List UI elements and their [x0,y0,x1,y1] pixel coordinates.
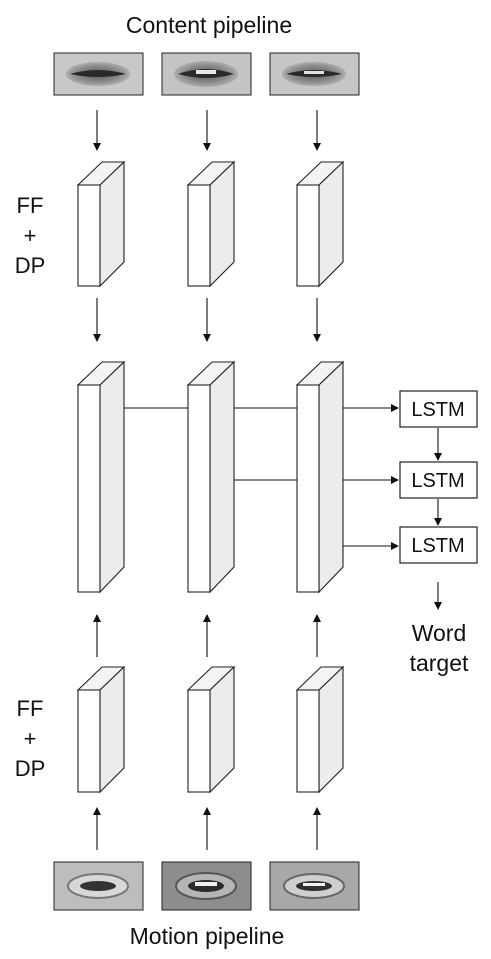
lstm-cell: LSTM [399,390,478,428]
fusion-block [186,360,236,594]
ff-label: FF [17,193,44,218]
bottom-ff-dp-label: FF + DP [15,696,46,781]
dp-label: DP [15,253,46,278]
lstm-label: LSTM [411,535,464,557]
lstm-cell: LSTM [399,461,478,499]
word-target-line1: Word [412,620,467,646]
motion-frame [269,861,360,911]
content-frame [161,52,252,96]
top-ff-dp-label: FF + DP [15,193,46,278]
bottom-ffdp-block [76,665,126,794]
lstm-label: LSTM [411,399,464,421]
content-frames [53,52,360,96]
ff-label: FF [17,696,44,721]
top-ffdp-block [186,160,236,288]
fusion-block [295,360,345,594]
plus-label: + [24,726,37,751]
fusion-block [76,360,126,594]
motion-frame [53,861,144,911]
dp-label: DP [15,756,46,781]
motion-frame [161,861,252,911]
content-frame [269,52,360,96]
plus-label: + [24,223,37,248]
lstm-cell: LSTM [399,526,478,564]
content-pipeline-title: Content pipeline [126,12,292,38]
top-ffdp-block [76,160,126,288]
content-frame [53,52,144,96]
word-target-line2: target [410,650,469,676]
motion-pipeline-title: Motion pipeline [130,923,285,949]
bottom-ffdp-block [186,665,236,794]
lstm-label: LSTM [411,470,464,492]
top-ffdp-block [295,160,345,288]
motion-frames [53,861,360,911]
bottom-ffdp-block [295,665,345,794]
